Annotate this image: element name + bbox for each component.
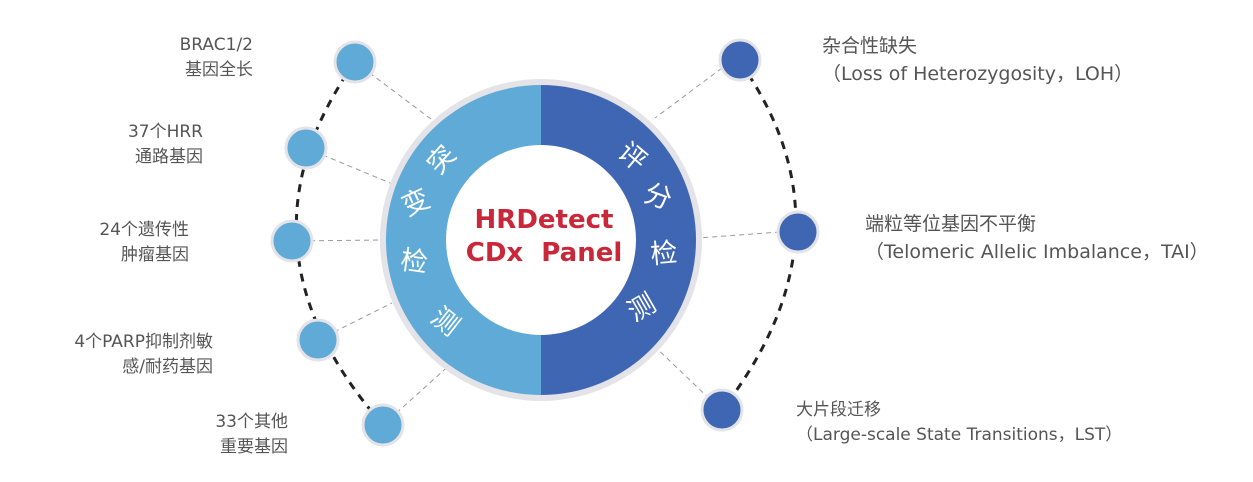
right-label-1-line2: （Loss of Heterozygosity，LOH） <box>822 63 1134 85</box>
right-dots <box>700 38 820 432</box>
left-label-3-line2: 肿瘤基因 <box>121 245 189 265</box>
left-label-5-line2: 重要基因 <box>220 437 288 457</box>
center-title-line1: HRDetect <box>475 205 614 235</box>
left-label-4-line2: 感/耐药基因 <box>122 357 213 377</box>
left-label-3-line1: 24个遗传性 <box>99 220 189 240</box>
right-ring-char-3: 检 <box>649 237 679 270</box>
center-title-line2: CDx Panel <box>466 238 623 268</box>
left-dot-3 <box>270 219 314 263</box>
connector-left-5 <box>382 362 453 426</box>
left-dot-5 <box>361 403 405 447</box>
left-label-2: 37个HRR 通路基因 <box>128 120 203 170</box>
left-label-5-line1: 33个其他 <box>215 412 288 432</box>
right-label-3-line1: 大片段迁移 <box>796 400 881 420</box>
left-label-5: 33个其他 重要基因 <box>215 410 288 460</box>
connector-left-3 <box>291 239 384 242</box>
connector-left-2 <box>305 147 396 186</box>
left-label-4: 4个PARP抑制剂敏 感/耐药基因 <box>74 330 213 380</box>
left-dot-1 <box>333 40 377 84</box>
right-connectors <box>649 67 781 406</box>
left-label-1: BRAC1/2 基因全长 <box>180 33 253 83</box>
right-dot-1 <box>718 38 762 82</box>
right-label-2: 端粒等位基因不平衡 （Telomeric Allelic Imbalance，T… <box>865 210 1209 266</box>
connector-right-3 <box>649 341 717 406</box>
right-label-2-line2: （Telomeric Allelic Imbalance，TAI） <box>865 241 1209 263</box>
left-label-1-line2: 基因全长 <box>185 60 253 80</box>
connector-right-2 <box>697 231 781 239</box>
left-ring-char-3: 检 <box>398 245 429 279</box>
right-label-1-line1: 杂合性缺失 <box>822 35 918 57</box>
center-circle <box>446 145 636 335</box>
right-dot-3 <box>700 388 744 432</box>
right-label-3-line2: （Large-scale State Transitions，LST） <box>796 425 1123 445</box>
right-label-1: 杂合性缺失 （Loss of Heterozygosity，LOH） <box>822 32 1133 88</box>
left-label-4-line1: 4个PARP抑制剂敏 <box>74 332 213 352</box>
left-dot-4 <box>296 318 340 362</box>
connector-right-1 <box>654 67 723 119</box>
left-label-2-line2: 通路基因 <box>135 147 203 167</box>
left-label-3: 24个遗传性 肿瘤基因 <box>99 218 189 268</box>
right-dot-2 <box>776 210 820 254</box>
left-label-2-line1: 37个HRR <box>127 122 203 142</box>
left-dots <box>270 40 405 447</box>
right-label-3: 大片段迁移 （Large-scale State Transitions，LST… <box>796 398 1122 448</box>
right-label-2-line1: 端粒等位基因不平衡 <box>865 213 1037 235</box>
connector-left-1 <box>354 61 436 123</box>
left-label-1-line1: BRAC1/2 <box>179 35 253 55</box>
left-dot-2 <box>284 126 328 170</box>
